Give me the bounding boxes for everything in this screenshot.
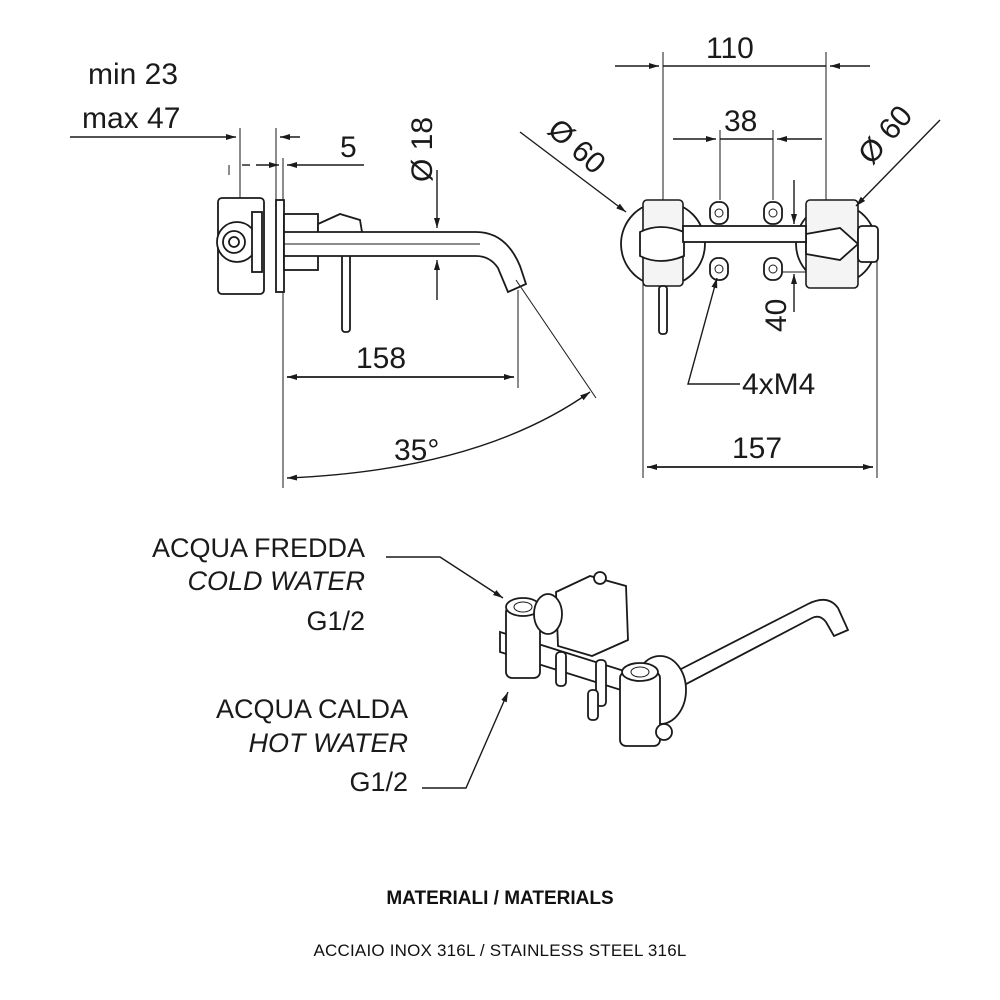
leader-hot [422, 691, 509, 789]
height-label: 40 [760, 299, 793, 332]
hot-label-it: ACQUA CALDA [216, 694, 408, 724]
iso-left-plate [533, 593, 563, 635]
diverter-handle [805, 227, 860, 261]
materials-title: MATERIALI / MATERIALS [386, 888, 614, 909]
iso-screw-tab [587, 689, 599, 721]
screw-hole [714, 264, 724, 274]
connecting-bar [682, 225, 807, 243]
lever-handle-front [639, 226, 685, 262]
iso-valve-body [555, 575, 629, 657]
iso-view: ACQUA FREDDA COLD WATER G1/2 ACQUA CALDA… [152, 533, 850, 797]
depth-min-label: min 23 [88, 58, 178, 91]
cold-label-it: ACQUA FREDDA [152, 533, 365, 563]
leader-cold [386, 556, 504, 599]
materials-text: ACCIAIO INOX 316L / STAINLESS STEEL 316L [313, 941, 687, 960]
iso-spout [638, 598, 850, 706]
screw-tab [763, 257, 783, 281]
leader-screws [687, 277, 740, 385]
spout-diameter-label: Ø 18 [406, 117, 439, 182]
iso-hot-inlet [621, 662, 659, 682]
spout [283, 231, 528, 294]
iso-hot-inlet-bore [630, 666, 650, 678]
overall-width-label: 157 [732, 432, 782, 465]
screw-tabs [709, 201, 783, 281]
screw-tab [763, 201, 783, 225]
iso-cold-inlet-bore [513, 601, 533, 613]
leader-left-diameter [519, 131, 627, 213]
screw-hole [768, 208, 778, 218]
iso-valve-port [593, 571, 607, 585]
screw-hole [714, 208, 724, 218]
screw-tab [709, 257, 729, 281]
lever-stem [658, 285, 668, 335]
cold-thread-label: G1/2 [306, 606, 365, 636]
wall-plate [275, 199, 285, 293]
screw-hole [768, 264, 778, 274]
side-view: min 23 max 47 5 Ø 18 158 35° [70, 58, 597, 488]
iso-screw-tab [555, 651, 567, 687]
hot-thread-label: G1/2 [349, 767, 408, 797]
screw-tab [709, 201, 729, 225]
left-diameter-label: Ø 60 [541, 113, 611, 181]
centers-label: 110 [706, 32, 754, 65]
angle-ext-line [515, 279, 597, 399]
depth-max-label: max 47 [82, 102, 180, 135]
cold-label-en: COLD WATER [187, 566, 365, 596]
hot-label-en: HOT WATER [249, 728, 409, 758]
plate-thickness-label: 5 [340, 131, 357, 164]
right-diameter-label: Ø 60 [852, 99, 919, 170]
valve-port-inner [228, 236, 240, 248]
screw-spacing-label: 38 [724, 105, 757, 138]
iso-hot-inlet-body [619, 671, 661, 747]
iso-outlet [655, 723, 673, 741]
lever-handle [341, 249, 351, 333]
valve-flange [251, 211, 263, 273]
angle-label: 35° [394, 434, 439, 467]
outlet-cap [857, 225, 879, 263]
dim-arc-angle [286, 391, 591, 481]
screws-label: 4xM4 [742, 368, 815, 401]
leader-right-diameter [855, 119, 941, 207]
front-view: 110 38 Ø 60 Ø 60 40 4xM4 157 [519, 32, 941, 478]
projection-label: 158 [356, 342, 406, 375]
